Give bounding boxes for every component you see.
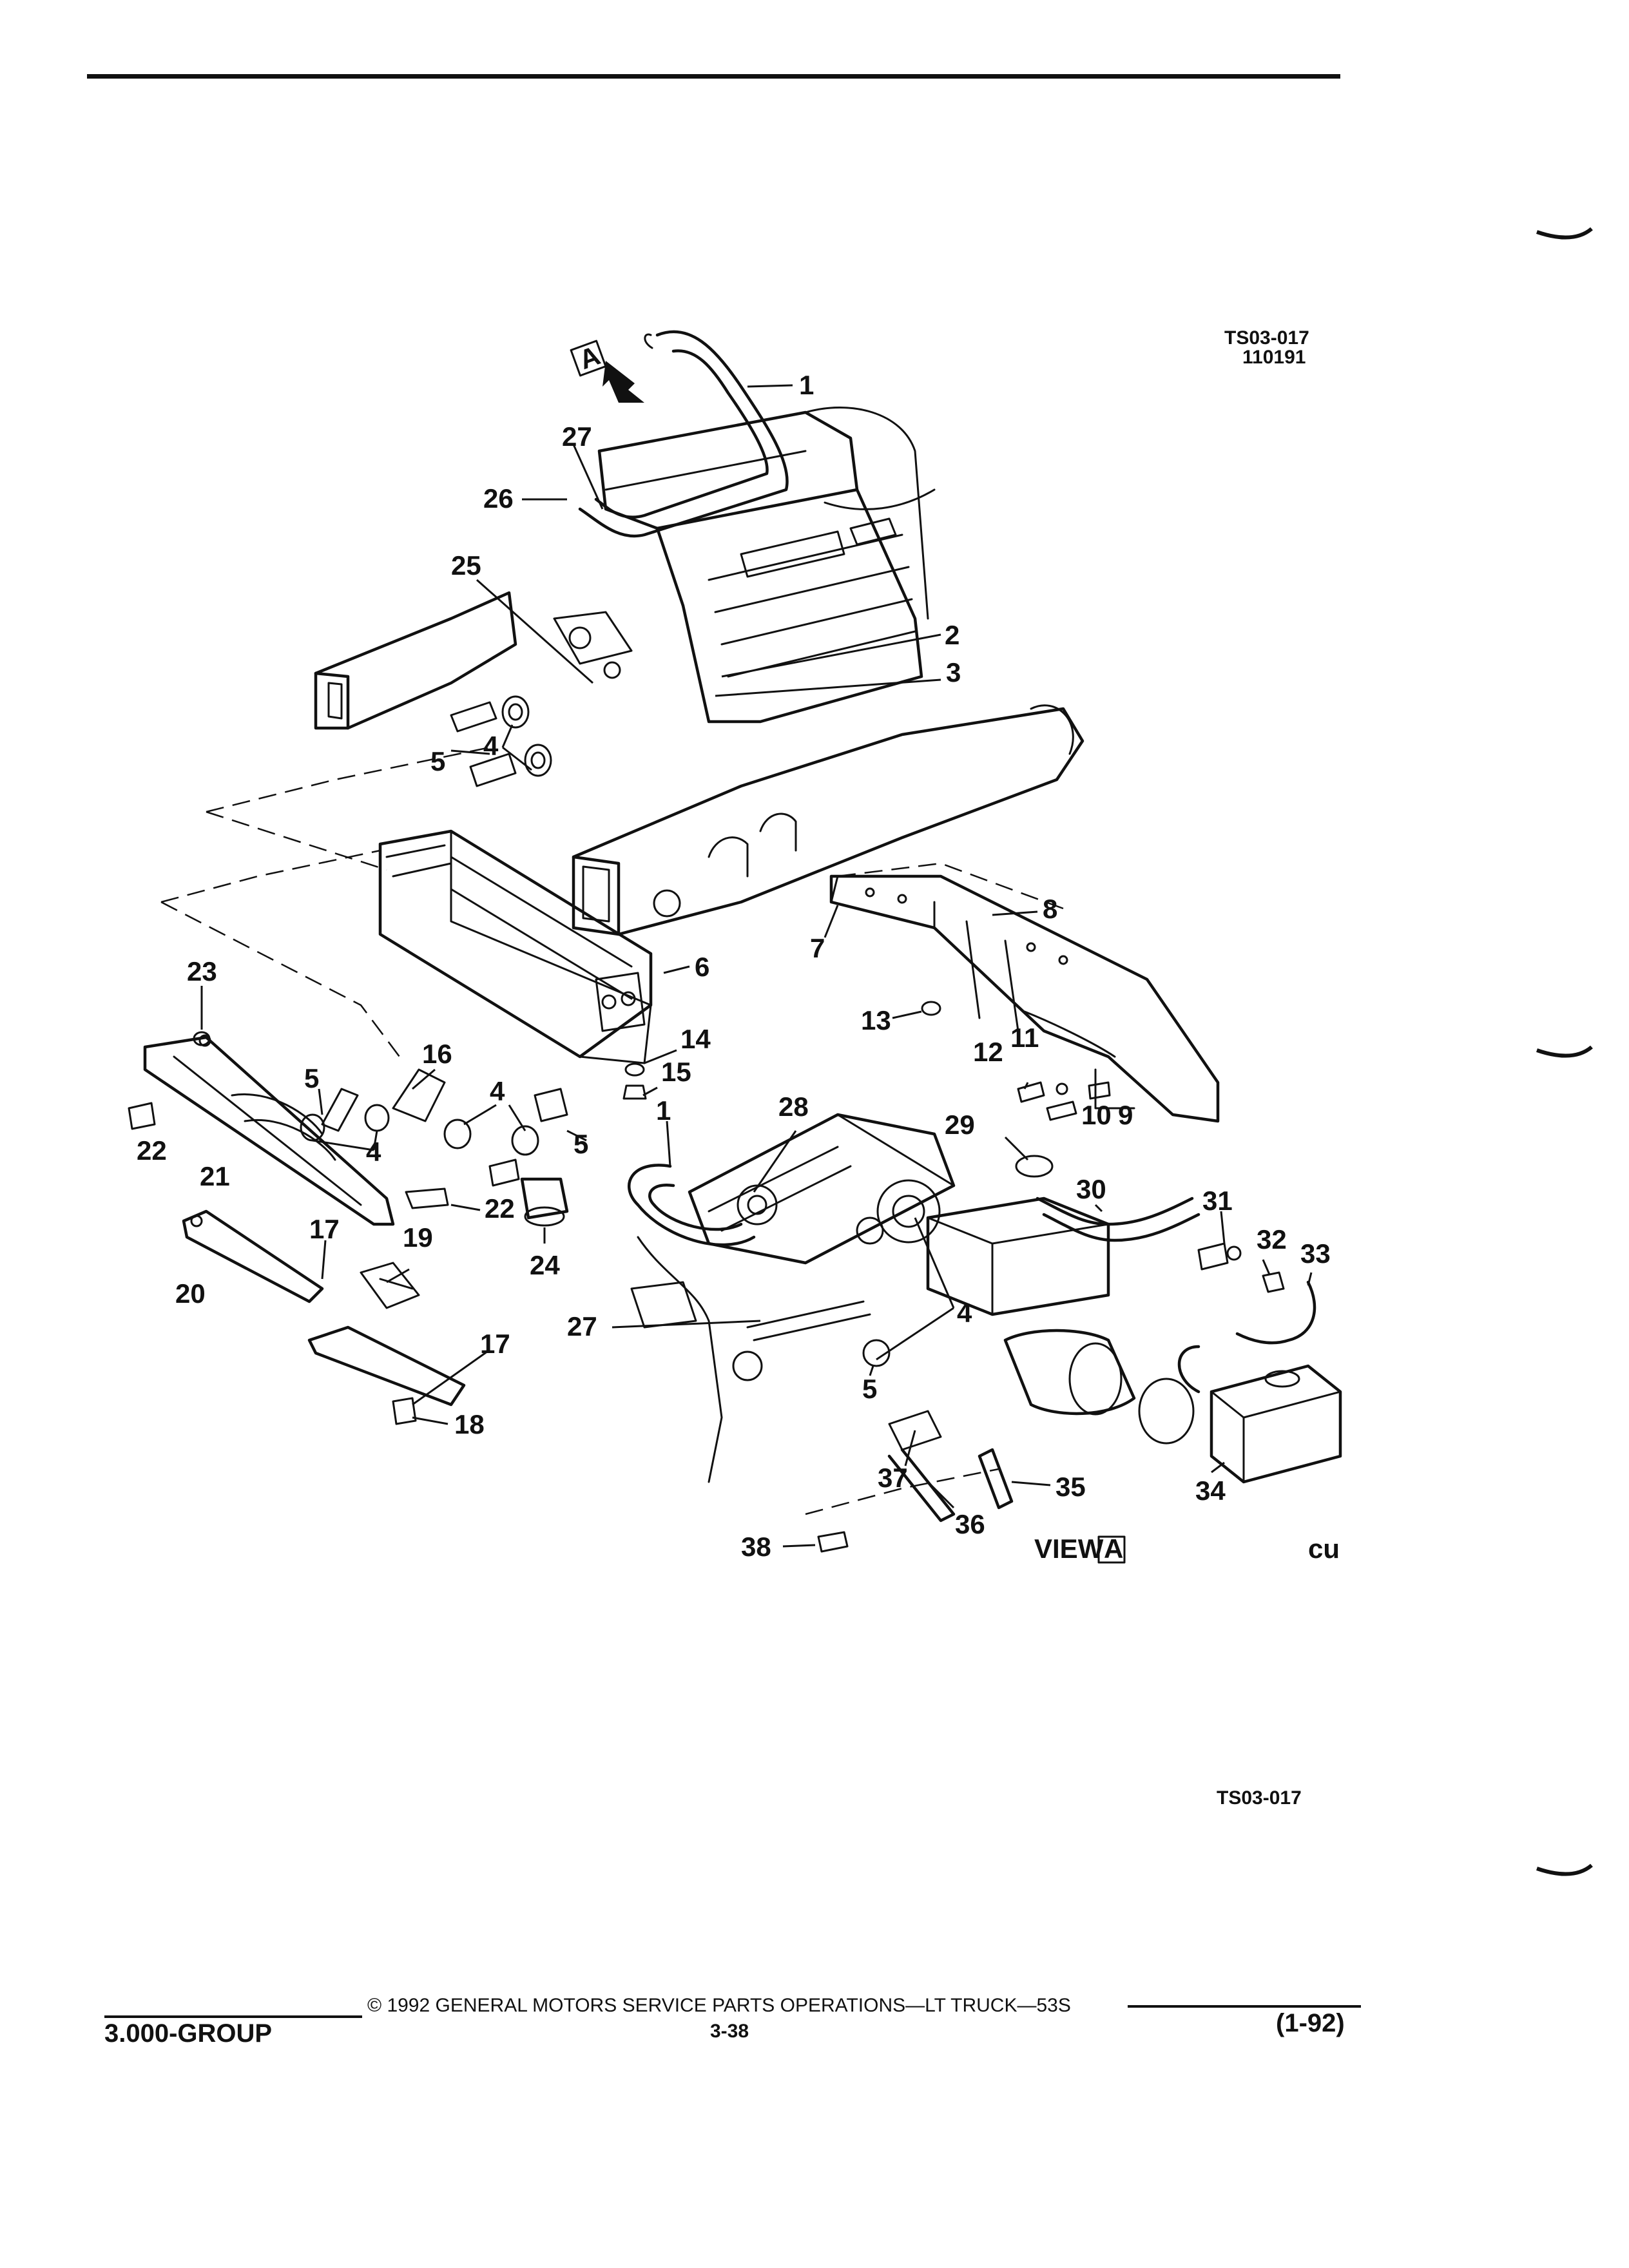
callout: 4: [483, 731, 499, 761]
fastener-parts: [622, 1001, 1111, 1121]
callout: 15: [661, 1057, 691, 1087]
callout: 2: [945, 620, 959, 650]
callout: 22: [485, 1193, 515, 1224]
callout: 33: [1300, 1238, 1331, 1269]
cu-mark: cu: [1308, 1533, 1340, 1564]
upper-frame-assembly: [314, 330, 1084, 1064]
callout: 25: [451, 550, 481, 581]
callout: 14: [680, 1024, 711, 1054]
callout: 38: [741, 1532, 771, 1562]
callout: 20: [175, 1278, 206, 1309]
callout: 27: [567, 1311, 597, 1341]
drawing-code: TS03-017: [1224, 327, 1309, 349]
callout: 32: [1257, 1224, 1287, 1254]
callout: 13: [861, 1005, 891, 1035]
callout: 7: [810, 933, 825, 963]
callout: 3: [946, 657, 961, 687]
callout: 23: [187, 956, 217, 986]
callout: 1: [656, 1095, 671, 1126]
footer-rule-right: [1128, 2005, 1361, 2008]
callout: 8: [1043, 894, 1057, 924]
view-a-group: [627, 1113, 1342, 1553]
callout-labels: 1 27 26 25 2 3 4 5 6 7 8 13 14 15 12 11 …: [137, 370, 1331, 1562]
callout: 17: [309, 1214, 340, 1244]
bracket-7-8: [829, 874, 1220, 1123]
callout: 4: [957, 1298, 972, 1328]
callout: 4: [366, 1137, 381, 1167]
leader-lines: [200, 384, 1313, 1548]
callout: 10: [1081, 1100, 1112, 1130]
left-parts-group: [128, 1031, 569, 1425]
arrow-ref-label: A: [575, 340, 604, 376]
callout: 12: [973, 1037, 1003, 1067]
callout: 36: [955, 1509, 985, 1539]
top-rule: [87, 74, 1340, 79]
edge-marks: [1536, 227, 1593, 1876]
group-code: 3.000-GROUP: [104, 2019, 273, 2048]
callout: 27: [562, 421, 592, 452]
callout: 4: [490, 1076, 505, 1106]
callout: 30: [1076, 1174, 1106, 1204]
callout: 19: [403, 1222, 433, 1253]
callout: 11: [1010, 1023, 1039, 1053]
callout: 9: [1118, 1100, 1133, 1130]
phantom-lines: [160, 746, 1064, 1515]
callout: 31: [1202, 1186, 1233, 1216]
callout: 5: [430, 746, 445, 776]
callout: 5: [574, 1129, 588, 1159]
callout: 5: [304, 1063, 319, 1093]
callout: 16: [422, 1039, 452, 1069]
callout: 1: [799, 370, 814, 400]
callout: 37: [878, 1463, 908, 1493]
copyright-notice: © 1992 GENERAL MOTORS SERVICE PARTS OPER…: [367, 1995, 1071, 2016]
revision-date: (1-92): [1276, 2009, 1345, 2037]
callout: 17: [480, 1329, 510, 1359]
cu-mark-logo: cu: [1308, 1533, 1340, 1564]
footer-rule-left: [104, 2015, 362, 2018]
view-a-arrow: A: [570, 340, 644, 403]
callout: 29: [945, 1110, 975, 1140]
callout: 18: [454, 1409, 485, 1439]
view-label: VIEW: [1034, 1533, 1104, 1564]
callout: 24: [530, 1250, 560, 1280]
footer-drawing-code: TS03-017: [1217, 1787, 1302, 1809]
callout: 5: [862, 1374, 877, 1404]
callout: 35: [1055, 1472, 1086, 1502]
view-ref: A: [1104, 1533, 1123, 1564]
callout: 28: [778, 1091, 809, 1122]
callout: 22: [137, 1135, 167, 1166]
callout: 6: [695, 952, 709, 982]
view-a-label: VIEW A: [1034, 1533, 1126, 1564]
callout: 26: [483, 483, 514, 514]
drawing-date: 110191: [1242, 347, 1306, 368]
callout: 34: [1195, 1475, 1226, 1506]
page-number: 3-38: [710, 2021, 749, 2042]
callout: 21: [200, 1161, 230, 1191]
